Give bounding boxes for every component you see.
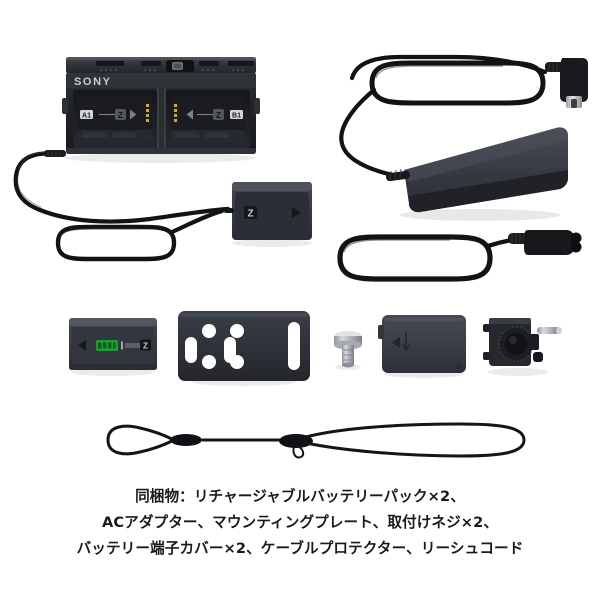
caption-line-2: ACアダプター、マウンティングプレート、取付けネジ×2、 <box>101 514 499 531</box>
plate-hole-round <box>230 324 244 338</box>
ac-power-cord <box>337 230 582 282</box>
svg-text:Z: Z <box>143 341 148 350</box>
product-stage: SONY A1 Z <box>13 54 588 459</box>
charger-bay-b: Z B1 <box>166 90 250 148</box>
plate-hole-round <box>202 355 216 369</box>
svg-text:Z: Z <box>216 111 221 120</box>
charger-slot-b-label: B1 <box>232 112 241 119</box>
charger-slot-a-label: A1 <box>82 112 91 119</box>
dual-battery-charger: SONY A1 Z <box>62 57 260 163</box>
charger-indicator-a <box>141 61 161 72</box>
cover-arrow-icon <box>392 337 400 348</box>
ac-adapter-assembly <box>339 54 588 221</box>
charger-indicator-left <box>96 61 124 72</box>
battery-terminal-cover <box>378 315 466 378</box>
cable-strain-relief-left <box>44 150 66 157</box>
mounting-plate <box>178 311 310 386</box>
right-angle-dc-plug <box>545 58 588 108</box>
charger-output-cable <box>13 150 231 262</box>
mounting-screw <box>334 331 362 370</box>
charger-mode-switch[interactable] <box>166 60 194 72</box>
charger-bay-a: A1 Z <box>73 90 157 148</box>
caption-line-3: バッテリー端子カバー×2、ケーブルプロテクター、リーシュコード <box>76 540 524 557</box>
ac-adapter-brick <box>386 127 568 221</box>
leash-bead-left <box>170 434 202 446</box>
plate-hole-slot <box>224 337 236 363</box>
plate-hole-slot <box>288 322 300 370</box>
battery-direction-arrow <box>78 340 86 351</box>
leash-cord <box>106 422 526 459</box>
plate-hole-slot <box>185 337 197 363</box>
rechargeable-battery-pack: Z <box>69 318 157 376</box>
charger-brand-label: SONY <box>74 76 112 88</box>
svg-text:Z: Z <box>118 111 123 120</box>
plate-hole-round <box>202 324 216 338</box>
contents-caption: 同梱物：リチャージャブルバッテリーパック×2、 ACアダプター、マウンティングプ… <box>0 484 600 562</box>
caption-line-1: 同梱物：リチャージャブルバッテリーパック×2、 <box>135 488 465 505</box>
charger-indicator-b <box>199 61 219 72</box>
charger-indicator-right <box>228 61 254 72</box>
figure-eight-ac-connector <box>508 230 582 255</box>
cable-protector <box>483 318 562 376</box>
dc-coupler-dummy-battery: Z <box>224 182 312 247</box>
dc-coupler-marking: Z <box>247 209 253 220</box>
